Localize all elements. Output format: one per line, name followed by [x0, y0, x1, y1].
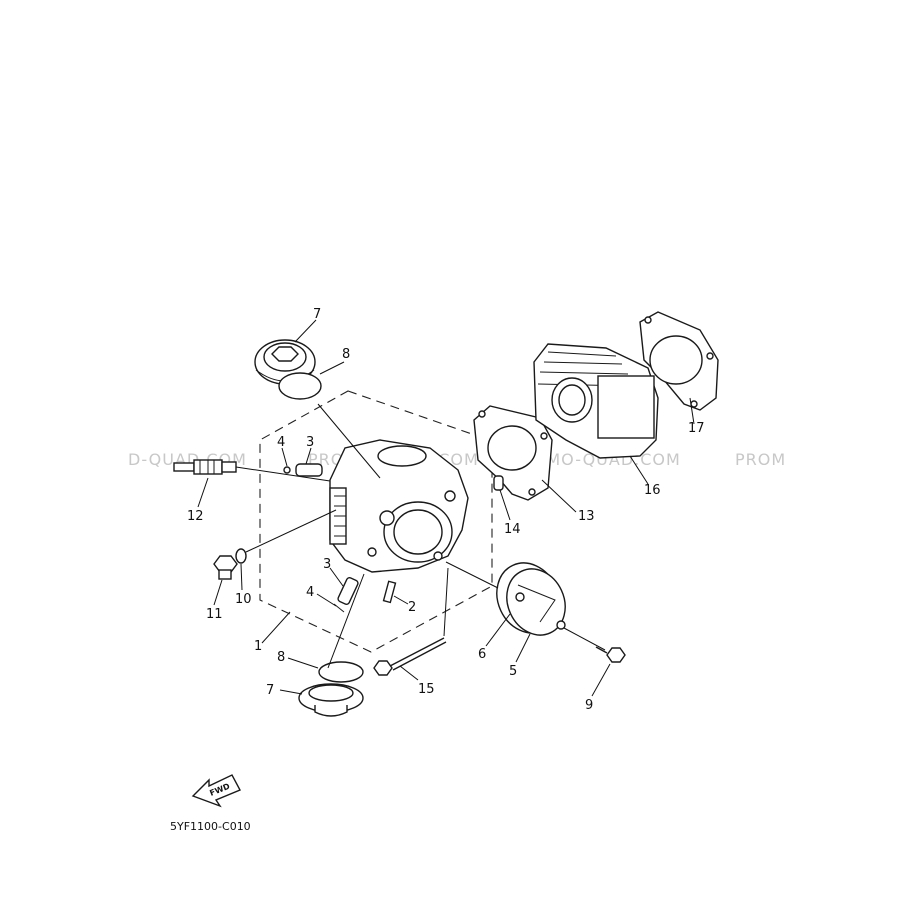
callout-5: 5 — [509, 664, 517, 679]
callout-14: 14 — [504, 522, 521, 537]
callout-3-lower: 3 — [323, 557, 331, 572]
part-4-upper-clip — [283, 466, 291, 474]
callout-6: 6 — [478, 647, 486, 662]
part-16-cylinder — [533, 343, 659, 459]
part-17-base-gasket — [639, 311, 719, 411]
part-1-cylinder-head — [329, 439, 469, 573]
callout-9: 9 — [585, 698, 593, 713]
diagram-code: 5YF1100-C010 — [170, 820, 251, 833]
part-15-long-bolt — [373, 637, 447, 676]
part-3-upper-tappet-cap — [295, 463, 323, 477]
part-5-cam-cover — [506, 568, 566, 636]
part-8-top-oring — [278, 372, 322, 400]
part-3-lower-tappet-cap — [337, 576, 359, 606]
callout-8-top: 8 — [342, 347, 350, 362]
part-8-lower-oring — [318, 661, 364, 683]
callout-11: 11 — [206, 607, 223, 622]
part-10-washer — [235, 548, 247, 564]
part-9-bolt — [595, 646, 626, 663]
callout-2: 2 — [408, 600, 416, 615]
callout-17: 17 — [688, 421, 705, 436]
callout-8-lower: 8 — [277, 650, 285, 665]
watermark-right: PROM — [735, 450, 786, 469]
part-14-dowel — [493, 475, 504, 491]
callout-1: 1 — [254, 639, 262, 654]
part-11-bolt — [213, 555, 238, 580]
part-7-lower-plug — [298, 683, 364, 717]
callout-4-lower: 4 — [306, 585, 314, 600]
callout-13: 13 — [578, 509, 595, 524]
part-12-spark-plug — [173, 459, 237, 475]
callout-12: 12 — [187, 509, 204, 524]
callout-7-top: 7 — [313, 307, 321, 322]
callout-3-upper: 3 — [306, 435, 314, 450]
callout-7-lower: 7 — [266, 683, 274, 698]
forward-arrow-icon: FWD — [191, 774, 241, 808]
part-2-stud — [382, 580, 397, 604]
callout-10: 10 — [235, 592, 252, 607]
part-7-top-plug — [254, 339, 316, 385]
callout-4-upper: 4 — [277, 435, 285, 450]
callout-16: 16 — [644, 483, 661, 498]
part-13-head-gasket — [473, 405, 553, 501]
callout-15: 15 — [418, 682, 435, 697]
